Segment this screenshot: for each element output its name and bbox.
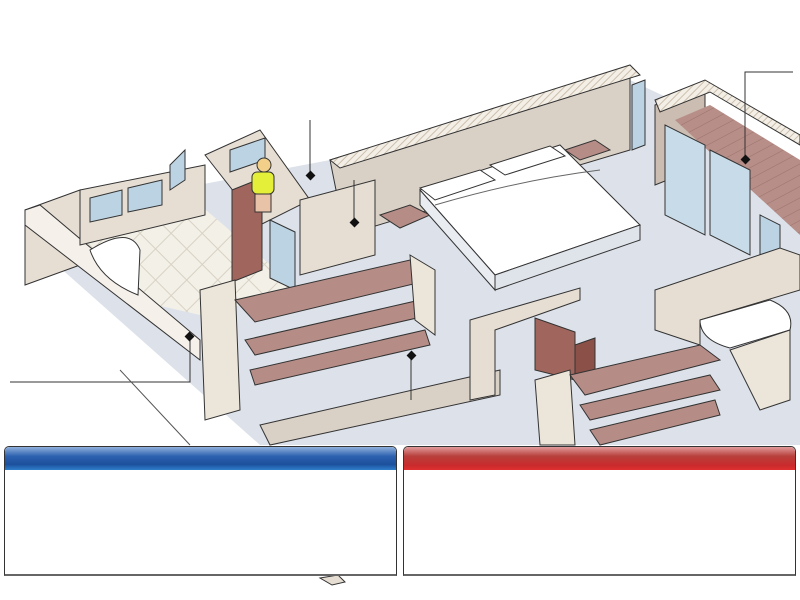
wall-fragment — [318, 574, 346, 586]
bathroom-right-front — [729, 329, 791, 411]
person-figure — [251, 157, 275, 213]
shelf — [589, 399, 721, 446]
callout-marker — [349, 217, 360, 228]
shelf — [249, 329, 431, 386]
info-panel-blue-header — [5, 447, 396, 470]
glass-panel — [709, 149, 751, 256]
pillow — [418, 169, 497, 201]
front-wall — [259, 369, 501, 446]
pillow — [488, 145, 567, 176]
shelving-side — [534, 369, 576, 446]
window — [89, 189, 123, 223]
bathtub-round — [89, 237, 141, 296]
shelving-end — [409, 254, 436, 336]
bed-side — [494, 224, 641, 291]
info-panel-blue-body — [5, 470, 396, 486]
bedside-table — [563, 139, 612, 161]
info-panel-blue — [4, 446, 397, 576]
window — [127, 179, 163, 213]
shelf — [579, 374, 721, 421]
back-wall-top — [328, 64, 641, 169]
callout-markers — [184, 154, 751, 361]
duvet-fold — [434, 169, 601, 206]
bathroom-outer-wall — [24, 204, 201, 362]
leader-line — [744, 71, 793, 158]
leader-line — [119, 369, 191, 446]
dressing-wall — [469, 287, 581, 401]
partition-wall — [299, 179, 376, 276]
leader-lines — [10, 71, 793, 446]
window — [169, 148, 186, 191]
closet-wall-top — [654, 79, 800, 146]
bathroom-right-wall — [654, 247, 800, 346]
callout-marker — [740, 154, 751, 165]
glass-door — [269, 219, 296, 291]
shelving-side — [199, 279, 241, 421]
glass-panel — [664, 124, 706, 236]
info-panel-red — [403, 446, 796, 576]
callout-marker — [305, 170, 316, 181]
leader-line — [10, 338, 191, 383]
info-panel-red-body — [404, 470, 795, 486]
shelf — [569, 344, 722, 396]
glass-panel — [631, 79, 646, 151]
info-panel-red-header — [404, 447, 795, 470]
callout-marker — [184, 331, 195, 342]
callout-marker — [406, 350, 417, 361]
